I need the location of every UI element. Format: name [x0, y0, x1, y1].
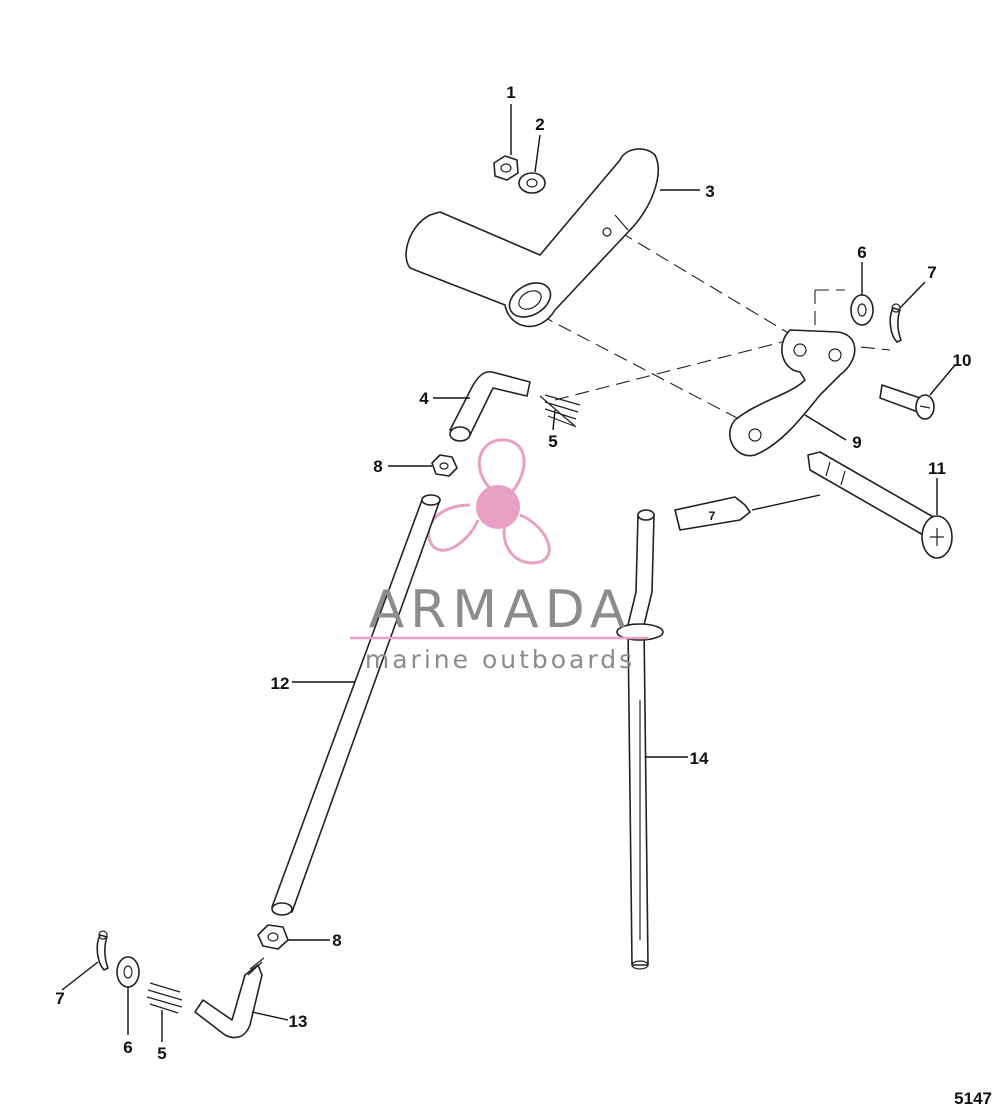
callout-10: 10	[953, 351, 972, 370]
callout-12: 12	[271, 674, 290, 693]
tube-label: 7	[709, 509, 716, 523]
vertical-shaft	[616, 509, 664, 970]
flat-washer	[518, 172, 546, 194]
hex-nut	[493, 155, 519, 181]
figure-number: 5147	[954, 1089, 992, 1108]
callout-9: 9	[852, 433, 861, 452]
upper-spring	[539, 394, 581, 428]
armada-propeller-logo	[426, 438, 551, 565]
top-cotter-pin	[889, 303, 902, 343]
mounting-bracket	[729, 329, 856, 457]
callout-3: 3	[705, 182, 714, 201]
upper-l-link	[449, 371, 531, 442]
callout-14: 14	[690, 749, 709, 768]
callout-6-lower: 6	[123, 1038, 132, 1057]
callout-7-upper: 7	[927, 263, 936, 282]
callout-5-upper: 5	[548, 432, 557, 451]
watermark-brand: ARMADA	[369, 580, 632, 640]
armada-watermark: ARMADA marine outboards	[350, 580, 648, 674]
bell-crank-lever	[405, 148, 659, 328]
clevis-pin	[807, 451, 953, 559]
callout-leaders	[61, 104, 956, 1042]
callout-8-upper: 8	[373, 457, 382, 476]
callout-numbers: 1 2 3 4 5 6 7 8 9 10 11 12 8 14 7 6 5 13	[55, 83, 971, 1063]
callout-2: 2	[535, 115, 544, 134]
callout-6-upper: 6	[857, 243, 866, 262]
lower-spring	[146, 982, 183, 1014]
upper-nut	[431, 454, 458, 477]
lubricant-tube: 7	[674, 494, 821, 531]
callout-1: 1	[506, 83, 515, 102]
callout-5-lower: 5	[157, 1044, 166, 1063]
callout-7-lower: 7	[55, 989, 64, 1008]
top-washer	[850, 294, 874, 326]
pan-head-screw	[879, 384, 935, 420]
lower-cotter-pin	[96, 930, 109, 971]
lower-washer	[116, 956, 140, 988]
callout-13: 13	[289, 1012, 308, 1031]
callout-4: 4	[419, 389, 429, 408]
long-connecting-rod	[271, 494, 441, 916]
lower-nut	[257, 924, 289, 950]
watermark-tagline: marine outboards	[365, 645, 635, 674]
callout-11: 11	[928, 459, 946, 478]
lower-l-link	[194, 957, 265, 1039]
callout-8-lower: 8	[332, 931, 341, 950]
